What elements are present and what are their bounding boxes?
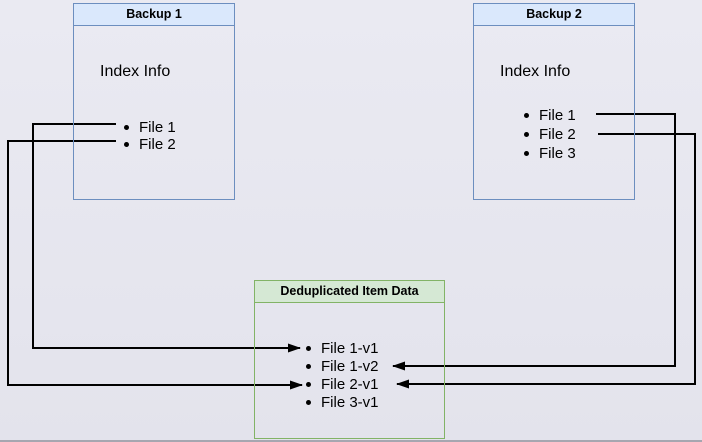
file-label: File 2 bbox=[139, 136, 176, 153]
list-item: File 1-v1 bbox=[306, 339, 379, 357]
backup2-title: Backup 2 bbox=[526, 7, 582, 21]
backup2-file-list: File 1 File 2 File 3 bbox=[524, 106, 576, 163]
file-label: File 1 bbox=[539, 107, 576, 124]
dedup-title: Deduplicated Item Data bbox=[280, 284, 419, 298]
file-label: File 1 bbox=[139, 119, 176, 136]
backup1-subtitle: Index Info bbox=[100, 63, 171, 80]
bullet-icon bbox=[124, 142, 129, 147]
bullet-icon bbox=[306, 363, 311, 369]
list-item: File 3 bbox=[524, 144, 576, 163]
item-label: File 2-v1 bbox=[321, 375, 379, 393]
bullet-icon bbox=[524, 132, 529, 137]
bullet-icon bbox=[124, 125, 129, 130]
file-label: File 3 bbox=[539, 145, 576, 162]
list-item: File 2 bbox=[524, 125, 576, 144]
backup1-box: Backup 1 Index Info File 1 File 2 bbox=[73, 3, 235, 200]
bullet-icon bbox=[306, 345, 311, 351]
backup1-title: Backup 1 bbox=[126, 7, 182, 21]
item-label: File 1-v2 bbox=[321, 357, 379, 375]
list-item: File 3-v1 bbox=[306, 393, 379, 411]
screenshot-bottom-edge bbox=[0, 440, 702, 442]
dedup-item-list: File 1-v1 File 1-v2 File 2-v1 File 3-v1 bbox=[306, 339, 379, 411]
dedup-box: Deduplicated Item Data File 1-v1 File 1-… bbox=[254, 280, 445, 439]
backup2-subtitle: Index Info bbox=[500, 63, 571, 80]
dedup-header: Deduplicated Item Data bbox=[255, 281, 444, 303]
list-item: File 2-v1 bbox=[306, 375, 379, 393]
backup1-file-list: File 1 File 2 bbox=[124, 119, 176, 153]
backup2-box: Backup 2 Index Info File 1 File 2 File 3 bbox=[473, 3, 635, 200]
bullet-icon bbox=[306, 381, 311, 387]
list-item: File 1 bbox=[124, 119, 176, 136]
backup1-header: Backup 1 bbox=[74, 4, 234, 26]
backup2-header: Backup 2 bbox=[474, 4, 634, 26]
item-label: File 3-v1 bbox=[321, 393, 379, 411]
file-label: File 2 bbox=[539, 126, 576, 143]
bullet-icon bbox=[524, 151, 529, 156]
list-item: File 1-v2 bbox=[306, 357, 379, 375]
item-label: File 1-v1 bbox=[321, 339, 379, 357]
list-item: File 2 bbox=[124, 136, 176, 153]
list-item: File 1 bbox=[524, 106, 576, 125]
bullet-icon bbox=[524, 113, 529, 118]
bullet-icon bbox=[306, 399, 311, 405]
